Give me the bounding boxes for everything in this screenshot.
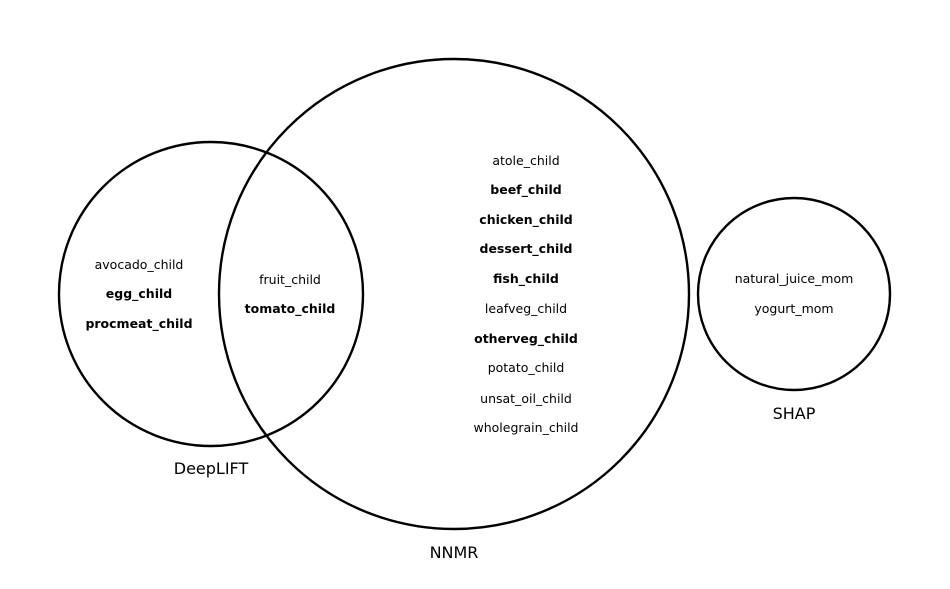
region-item: potato_child: [488, 360, 565, 375]
deeplift-circle: [57, 140, 365, 448]
region-item: yogurt_mom: [754, 301, 833, 316]
nnmr-circle: [217, 57, 691, 531]
nnmr-label: NNMR: [430, 543, 479, 562]
region-item: egg_child: [106, 286, 172, 302]
region-item: leafveg_child: [485, 301, 567, 316]
region-item: fish_child: [493, 271, 559, 287]
region-item: unsat_oil_child: [480, 391, 572, 406]
region-item: avocado_child: [95, 257, 184, 272]
region-shap-only: natural_juice_mom yogurt_mom: [735, 271, 854, 316]
region-item: wholegrain_child: [473, 420, 578, 435]
region-item: tomato_child: [245, 301, 336, 317]
region-item: beef_child: [490, 182, 561, 198]
region-item: fruit_child: [259, 272, 321, 287]
region-item: dessert_child: [480, 241, 573, 257]
region-item: atole_child: [492, 153, 559, 168]
region-item: procmeat_child: [85, 316, 192, 332]
shap-label: SHAP: [773, 404, 816, 423]
region-item: chicken_child: [479, 212, 572, 228]
region-item: otherveg_child: [474, 331, 578, 347]
region-item: natural_juice_mom: [735, 271, 854, 286]
region-nnmr-only: atole_child beef_child chicken_child des…: [473, 153, 578, 435]
shap-circle: [696, 196, 892, 392]
deeplift-label: DeepLIFT: [174, 459, 249, 478]
region-deeplift-only: avocado_child egg_child procmeat_child: [85, 257, 192, 332]
region-deeplift-nnmr: fruit_child tomato_child: [245, 272, 336, 317]
